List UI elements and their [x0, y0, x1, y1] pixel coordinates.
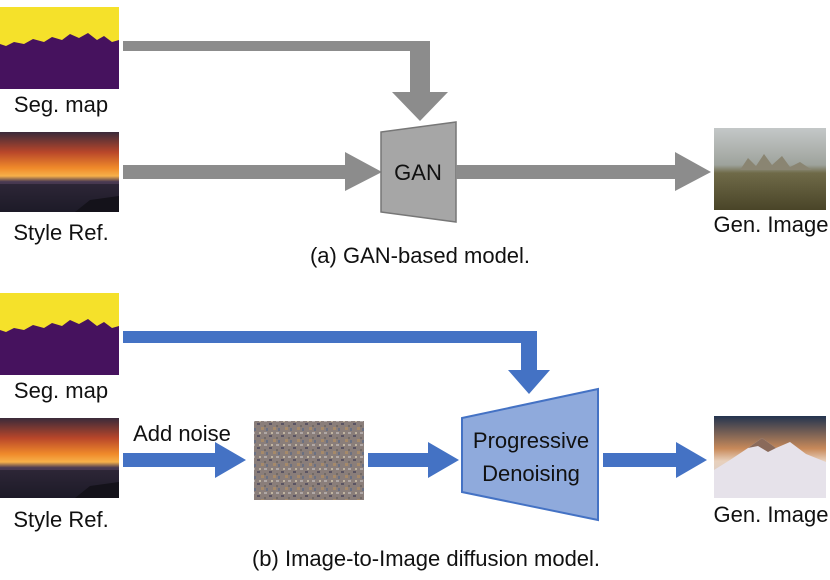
seg-map-label-b: Seg. map	[14, 378, 108, 403]
gen-image-b	[714, 416, 826, 498]
caption-b: (b) Image-to-Image diffusion model.	[252, 546, 600, 571]
gen-image-a	[714, 128, 826, 210]
gen-image-label-a: Gen. Image	[714, 212, 829, 237]
denoise-to-output-arrow	[603, 442, 707, 478]
panel-a: Seg. map Style Ref. GAN Gen. Image (a) G…	[0, 7, 828, 268]
style-to-noise-arrow	[123, 442, 246, 478]
panel-b: Seg. map Style Ref. Add noise Progressiv…	[0, 293, 828, 571]
denoising-label-line2: Denoising	[482, 461, 580, 486]
denoising-label-line1: Progressive	[473, 428, 589, 453]
style-ref-label-b: Style Ref.	[13, 507, 108, 532]
seg-to-gan-arrow	[123, 41, 448, 121]
add-noise-label: Add noise	[133, 421, 231, 446]
caption-a: (a) GAN-based model.	[310, 243, 530, 268]
noisy-image	[254, 421, 364, 500]
seg-map-image-a	[0, 7, 119, 89]
style-ref-image-b	[0, 418, 119, 498]
gan-to-output-arrow	[456, 152, 711, 191]
denoising-box	[461, 387, 599, 522]
seg-sky-b	[0, 293, 119, 332]
seg-sky	[0, 7, 119, 46]
gan-label: GAN	[394, 160, 442, 185]
style-ref-image-a	[0, 132, 119, 212]
gen-image-label-b: Gen. Image	[714, 502, 829, 527]
seg-map-label-a: Seg. map	[14, 92, 108, 117]
seg-map-image-b	[0, 293, 119, 375]
noise-to-denoise-arrow	[368, 442, 459, 478]
style-ref-label-a: Style Ref.	[13, 220, 108, 245]
style-to-gan-arrow	[123, 152, 382, 191]
gan-box	[380, 121, 457, 223]
seg-to-denoise-arrow	[123, 331, 550, 394]
